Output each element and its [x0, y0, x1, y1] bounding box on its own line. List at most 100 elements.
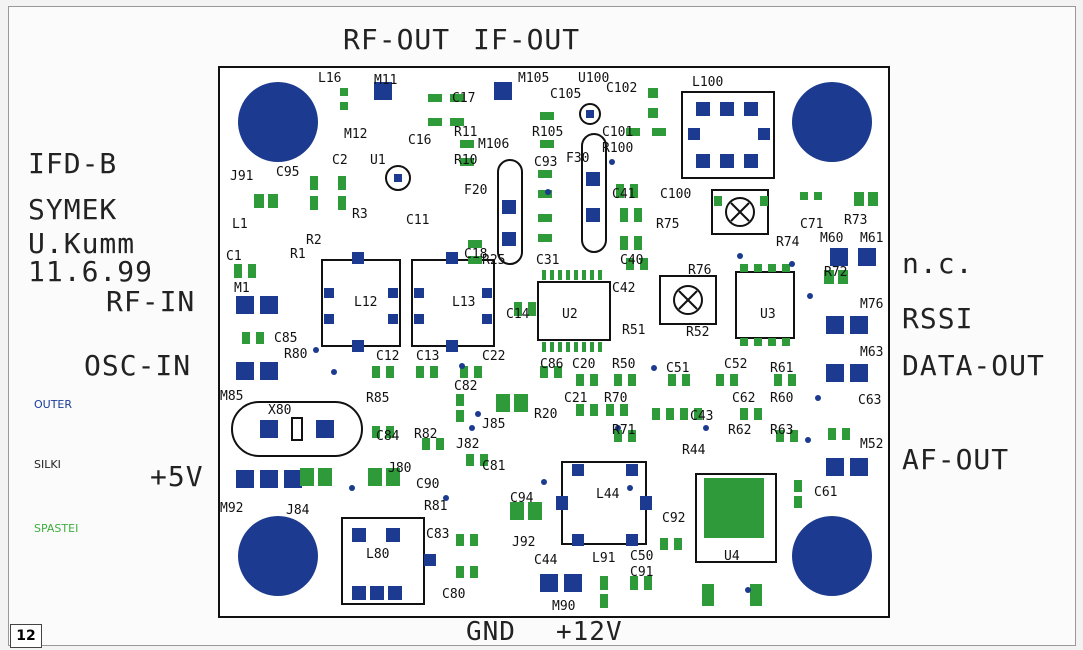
svg-text:C40: C40 — [620, 253, 643, 268]
svg-text:M85: M85 — [220, 389, 243, 404]
coil-L44 — [556, 461, 652, 546]
svg-text:C22: C22 — [482, 349, 505, 364]
svg-text:L91: L91 — [592, 551, 615, 566]
svg-text:M11: M11 — [374, 73, 397, 88]
svg-text:R44: R44 — [682, 443, 706, 458]
svg-text:C17: C17 — [452, 91, 475, 106]
smd-parts — [234, 88, 878, 608]
trimmer-top — [711, 189, 769, 235]
svg-text:M1: M1 — [234, 281, 250, 296]
title-line-2: SYMEK — [28, 193, 118, 226]
svg-text:F20: F20 — [464, 183, 487, 198]
svg-text:C43: C43 — [690, 409, 713, 424]
svg-text:C2: C2 — [332, 153, 348, 168]
svg-text:C93: C93 — [534, 155, 557, 170]
transistor-U1 — [385, 165, 411, 191]
svg-text:R100: R100 — [602, 141, 633, 156]
crystal-X80 — [231, 401, 363, 457]
svg-text:C1: C1 — [226, 249, 242, 264]
data-out-label: DATA-OUT — [902, 349, 1045, 382]
svg-text:C85: C85 — [274, 331, 297, 346]
svg-text:M12: M12 — [344, 127, 367, 142]
svg-text:R11: R11 — [454, 125, 477, 140]
coil-L100 — [681, 91, 775, 179]
plus12v-label: +12V — [556, 617, 623, 647]
legend-paste: SPASTEI — [34, 522, 79, 535]
transistor-U100 — [579, 103, 601, 125]
svg-text:C81: C81 — [482, 459, 505, 474]
svg-text:C11: C11 — [406, 213, 429, 228]
svg-text:R3: R3 — [352, 207, 368, 222]
svg-text:M92: M92 — [220, 501, 243, 516]
svg-text:C50: C50 — [630, 549, 653, 564]
svg-text:R25: R25 — [482, 253, 505, 268]
rf-out-label: RF-OUT — [343, 23, 451, 56]
svg-text:M60: M60 — [820, 231, 843, 246]
svg-text:J80: J80 — [388, 461, 411, 476]
svg-text:C31: C31 — [536, 253, 559, 268]
svg-text:C83: C83 — [426, 527, 449, 542]
svg-text:J85: J85 — [482, 417, 505, 432]
svg-text:M90: M90 — [552, 599, 575, 614]
coil-L13 — [411, 252, 495, 352]
svg-text:J92: J92 — [512, 535, 535, 550]
ic-U2 — [537, 270, 611, 352]
svg-text:J82: J82 — [456, 437, 479, 452]
svg-text:C12: C12 — [376, 349, 399, 364]
svg-text:R70: R70 — [604, 391, 627, 406]
svg-text:C105: C105 — [550, 87, 581, 102]
nc-label: n.c. — [902, 247, 974, 280]
svg-text:F30: F30 — [566, 151, 589, 166]
svg-text:U4: U4 — [724, 549, 740, 564]
title-line-3: U.Kumm — [28, 227, 136, 260]
svg-text:J91: J91 — [230, 169, 253, 184]
vias — [313, 159, 821, 593]
svg-text:C44: C44 — [534, 553, 558, 568]
coil-L12 — [321, 252, 401, 352]
svg-text:C61: C61 — [814, 485, 837, 500]
svg-text:L44: L44 — [596, 487, 620, 502]
mount-hole-bottom-right — [792, 516, 872, 596]
mount-hole-top-left — [238, 82, 318, 162]
svg-text:C101: C101 — [602, 125, 633, 140]
svg-text:L80: L80 — [366, 547, 389, 562]
svg-text:R105: R105 — [532, 125, 563, 140]
svg-text:C100: C100 — [660, 187, 691, 202]
svg-text:R2: R2 — [306, 233, 322, 248]
ic-U3 — [735, 264, 795, 346]
af-out-label: AF-OUT — [902, 443, 1010, 476]
svg-text:C92: C92 — [662, 511, 685, 526]
filter-F20 — [497, 159, 523, 265]
svg-text:R76: R76 — [688, 263, 711, 278]
coil-L80 — [341, 517, 436, 605]
svg-text:M105: M105 — [518, 71, 549, 86]
mount-hole-top-right — [792, 82, 872, 162]
svg-text:C90: C90 — [416, 477, 439, 492]
title-line-1: IFD-B — [28, 147, 118, 180]
svg-text:R75: R75 — [656, 217, 679, 232]
svg-text:R74: R74 — [776, 235, 800, 250]
plus5v-label: +5V — [150, 460, 204, 493]
svg-text:R85: R85 — [366, 391, 389, 406]
svg-text:C62: C62 — [732, 391, 755, 406]
svg-text:M76: M76 — [860, 297, 883, 312]
svg-text:C95: C95 — [276, 165, 299, 180]
svg-text:R52: R52 — [686, 325, 709, 340]
legend-outer: OUTER — [34, 398, 73, 411]
if-out-label: IF-OUT — [473, 23, 581, 56]
svg-text:C21: C21 — [564, 391, 587, 406]
svg-text:R60: R60 — [770, 391, 793, 406]
osc-in-label: OSC-IN — [84, 349, 192, 382]
svg-text:L13: L13 — [452, 295, 475, 310]
svg-text:C41: C41 — [612, 187, 635, 202]
legend-silk: SILKI — [34, 458, 61, 471]
svg-text:R80: R80 — [284, 347, 307, 362]
svg-text:C18: C18 — [464, 247, 487, 262]
svg-text:M106: M106 — [478, 137, 509, 152]
filter-F30 — [581, 133, 607, 253]
svg-text:C52: C52 — [724, 357, 747, 372]
svg-text:U100: U100 — [578, 71, 609, 86]
svg-text:C91: C91 — [630, 565, 653, 580]
